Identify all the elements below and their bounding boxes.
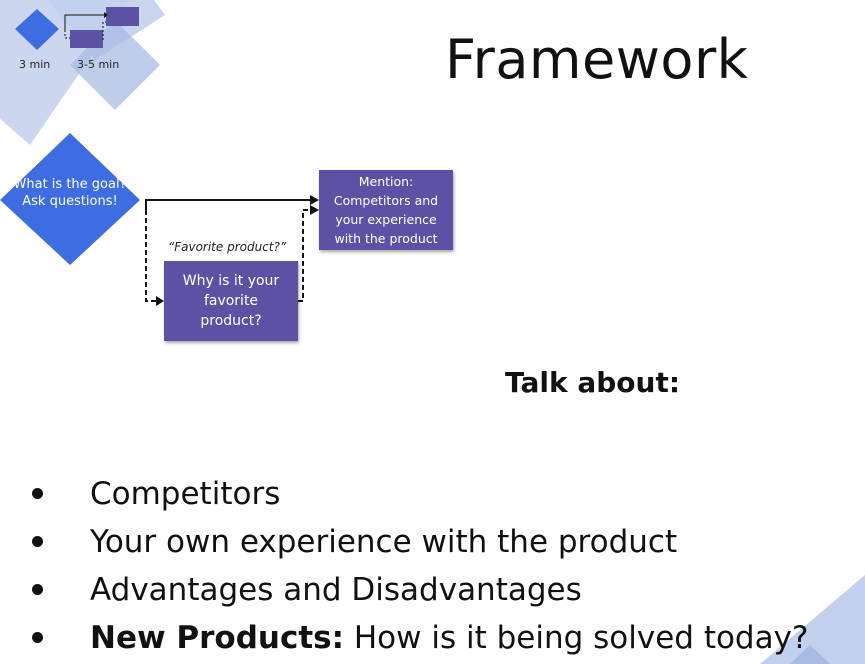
dashed-arrow-icon bbox=[145, 202, 158, 302]
arrowhead-icon bbox=[310, 195, 319, 205]
why-box-line: favorite bbox=[203, 293, 259, 309]
goal-diamond-line: Ask questions! bbox=[22, 194, 118, 209]
arrowhead-icon bbox=[310, 205, 319, 215]
legend-diamond-icon bbox=[15, 9, 59, 50]
slide-title: Framework bbox=[445, 28, 749, 91]
legend-box-icon bbox=[106, 7, 139, 26]
solid-arrow-icon bbox=[145, 199, 312, 215]
legend-dashed-arrow-icon bbox=[64, 18, 70, 39]
legend-label-3min: 3 min bbox=[19, 58, 51, 71]
bullet-text: How is it being solved today? bbox=[344, 620, 809, 656]
legend-graphic bbox=[15, 7, 139, 50]
bullet-icon bbox=[32, 536, 43, 547]
legend-box-icon bbox=[70, 30, 103, 48]
why-box-line: product? bbox=[200, 313, 262, 329]
bullet-text: Your own experience with the product bbox=[90, 524, 678, 560]
why-favorite-box: Why is it your favorite product? bbox=[164, 261, 298, 341]
mention-box-line: Mention: bbox=[358, 174, 414, 189]
deco-triangle-bottom-right-dark bbox=[790, 645, 830, 664]
legend-label-3-5min: 3-5 min bbox=[77, 58, 120, 71]
bullet-icon bbox=[32, 584, 43, 595]
bullet-bold-text: New Products: bbox=[90, 620, 345, 656]
talk-about-list: Competitors Your own experience with the… bbox=[30, 470, 808, 662]
why-box-line: Why is it your bbox=[182, 273, 280, 289]
bullet-icon bbox=[32, 488, 43, 499]
mention-box: Mention: Competitors and your experience… bbox=[319, 170, 453, 250]
arrowhead-icon bbox=[104, 12, 108, 18]
talk-about-heading: Talk about: bbox=[505, 366, 681, 399]
mention-box-line: Competitors and bbox=[333, 193, 439, 208]
goal-diamond bbox=[0, 133, 140, 265]
branch-label: “Favorite product?” bbox=[168, 240, 287, 254]
mention-box-line: with the product bbox=[334, 231, 438, 246]
list-item: New Products: How is it being solved tod… bbox=[30, 614, 808, 662]
deco-triangle-bottom-right bbox=[760, 575, 865, 664]
arrowhead-icon bbox=[156, 296, 164, 306]
goal-diamond-text: What is the goal? Ask questions! bbox=[0, 176, 140, 210]
goal-diamond-line: What is the goal? bbox=[13, 177, 127, 192]
list-item: Competitors bbox=[30, 470, 808, 518]
bullet-text: Advantages and Disadvantages bbox=[90, 572, 582, 608]
dashed-arrow-icon bbox=[298, 209, 312, 302]
bullet-icon bbox=[32, 632, 43, 643]
legend-dashed-arrow-icon bbox=[102, 21, 106, 40]
flow-diagram bbox=[0, 133, 319, 306]
list-item: Advantages and Disadvantages bbox=[30, 566, 808, 614]
legend-arrow-icon bbox=[64, 14, 104, 32]
mention-box-line: your experience bbox=[335, 212, 437, 227]
list-item: Your own experience with the product bbox=[30, 518, 808, 566]
bullet-text: Competitors bbox=[90, 476, 281, 512]
